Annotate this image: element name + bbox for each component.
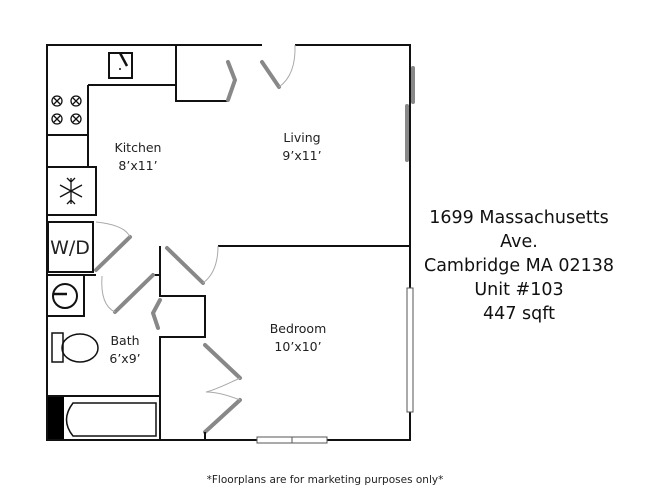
address-area: 447 sqft — [483, 304, 555, 324]
address-unit: Unit #103 — [474, 280, 564, 300]
bedroom-size: 10’x10’ — [274, 339, 321, 354]
washer-dryer-label: W/D — [50, 237, 90, 259]
disclaimer: *Floorplans are for marketing purposes o… — [206, 474, 444, 486]
kitchen-counters — [47, 52, 176, 216]
address-street: 1699 Massachusetts Ave. — [429, 208, 609, 252]
address-block: 1699 Massachusetts Ave. Cambridge MA 021… — [410, 206, 628, 326]
address-city: Cambridge MA 02138 — [423, 256, 614, 276]
bathtub-icon — [47, 395, 160, 439]
closet-door[interactable] — [226, 60, 238, 102]
bedroom-closet-door-bottom[interactable] — [203, 398, 242, 434]
bath-label: Bath — [110, 333, 139, 348]
laundry-door[interactable] — [94, 235, 132, 272]
living-size: 9’x11’ — [282, 148, 321, 163]
bedroom-label: Bedroom — [270, 321, 327, 336]
bath-door[interactable] — [113, 273, 155, 314]
bedroom-door[interactable] — [165, 246, 205, 285]
living-label: Living — [283, 130, 320, 145]
kitchen-sink-icon — [108, 52, 133, 79]
bath-closet-door[interactable] — [150, 298, 162, 330]
bath-sink-icon — [52, 283, 78, 309]
washer-dryer — [47, 221, 94, 273]
toilet-icon — [51, 332, 99, 363]
windows — [256, 66, 415, 444]
bedroom-closet-door-top[interactable] — [203, 343, 242, 380]
outer-walls — [46, 44, 411, 441]
entry-door[interactable] — [260, 60, 281, 89]
bath-size: 6’x9’ — [109, 351, 140, 366]
kitchen-label: Kitchen — [115, 140, 162, 155]
closet-wall — [175, 45, 228, 102]
fridge-snowflake-icon — [59, 177, 83, 205]
stove-icon — [51, 95, 82, 125]
kitchen-size: 8’x11’ — [118, 158, 157, 173]
